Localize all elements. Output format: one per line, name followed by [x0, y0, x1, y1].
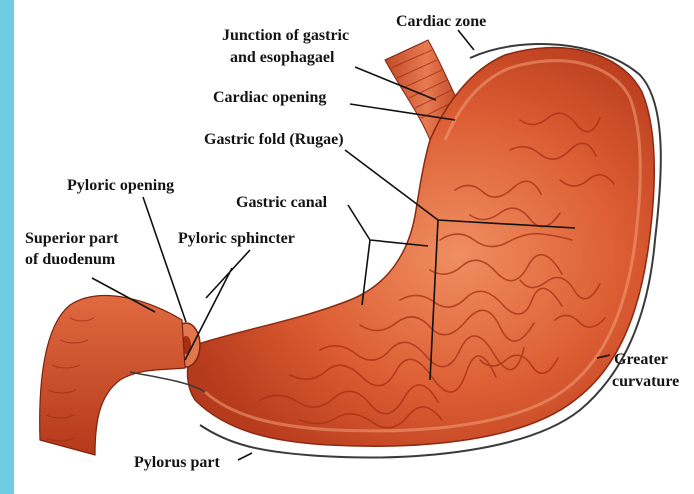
leader-pylorus-part — [238, 453, 252, 460]
label-junction-line1: Junction of gastric — [222, 26, 349, 45]
label-pyloric-sphincter: Pyloric sphincter — [178, 229, 295, 248]
leader-cardiac-zone — [458, 30, 474, 50]
label-pyloric-opening: Pyloric opening — [67, 176, 174, 195]
label-gastric-fold: Gastric fold (Rugae) — [204, 130, 344, 149]
label-gastric-canal: Gastric canal — [236, 193, 327, 212]
label-greater-line2: curvature — [612, 372, 679, 391]
duodenum — [40, 296, 185, 455]
label-cardiac-opening: Cardiac opening — [213, 88, 326, 107]
label-pylorus-part: Pylorus part — [134, 453, 220, 472]
label-junction-line2: and esophagael — [230, 48, 334, 67]
label-superior-line1: Superior part — [25, 229, 118, 248]
label-greater-line1: Greater — [614, 350, 668, 369]
label-cardiac-zone: Cardiac zone — [396, 12, 486, 31]
leader-pyloric-opening — [143, 197, 186, 322]
label-superior-line2: of duodenum — [25, 250, 115, 269]
